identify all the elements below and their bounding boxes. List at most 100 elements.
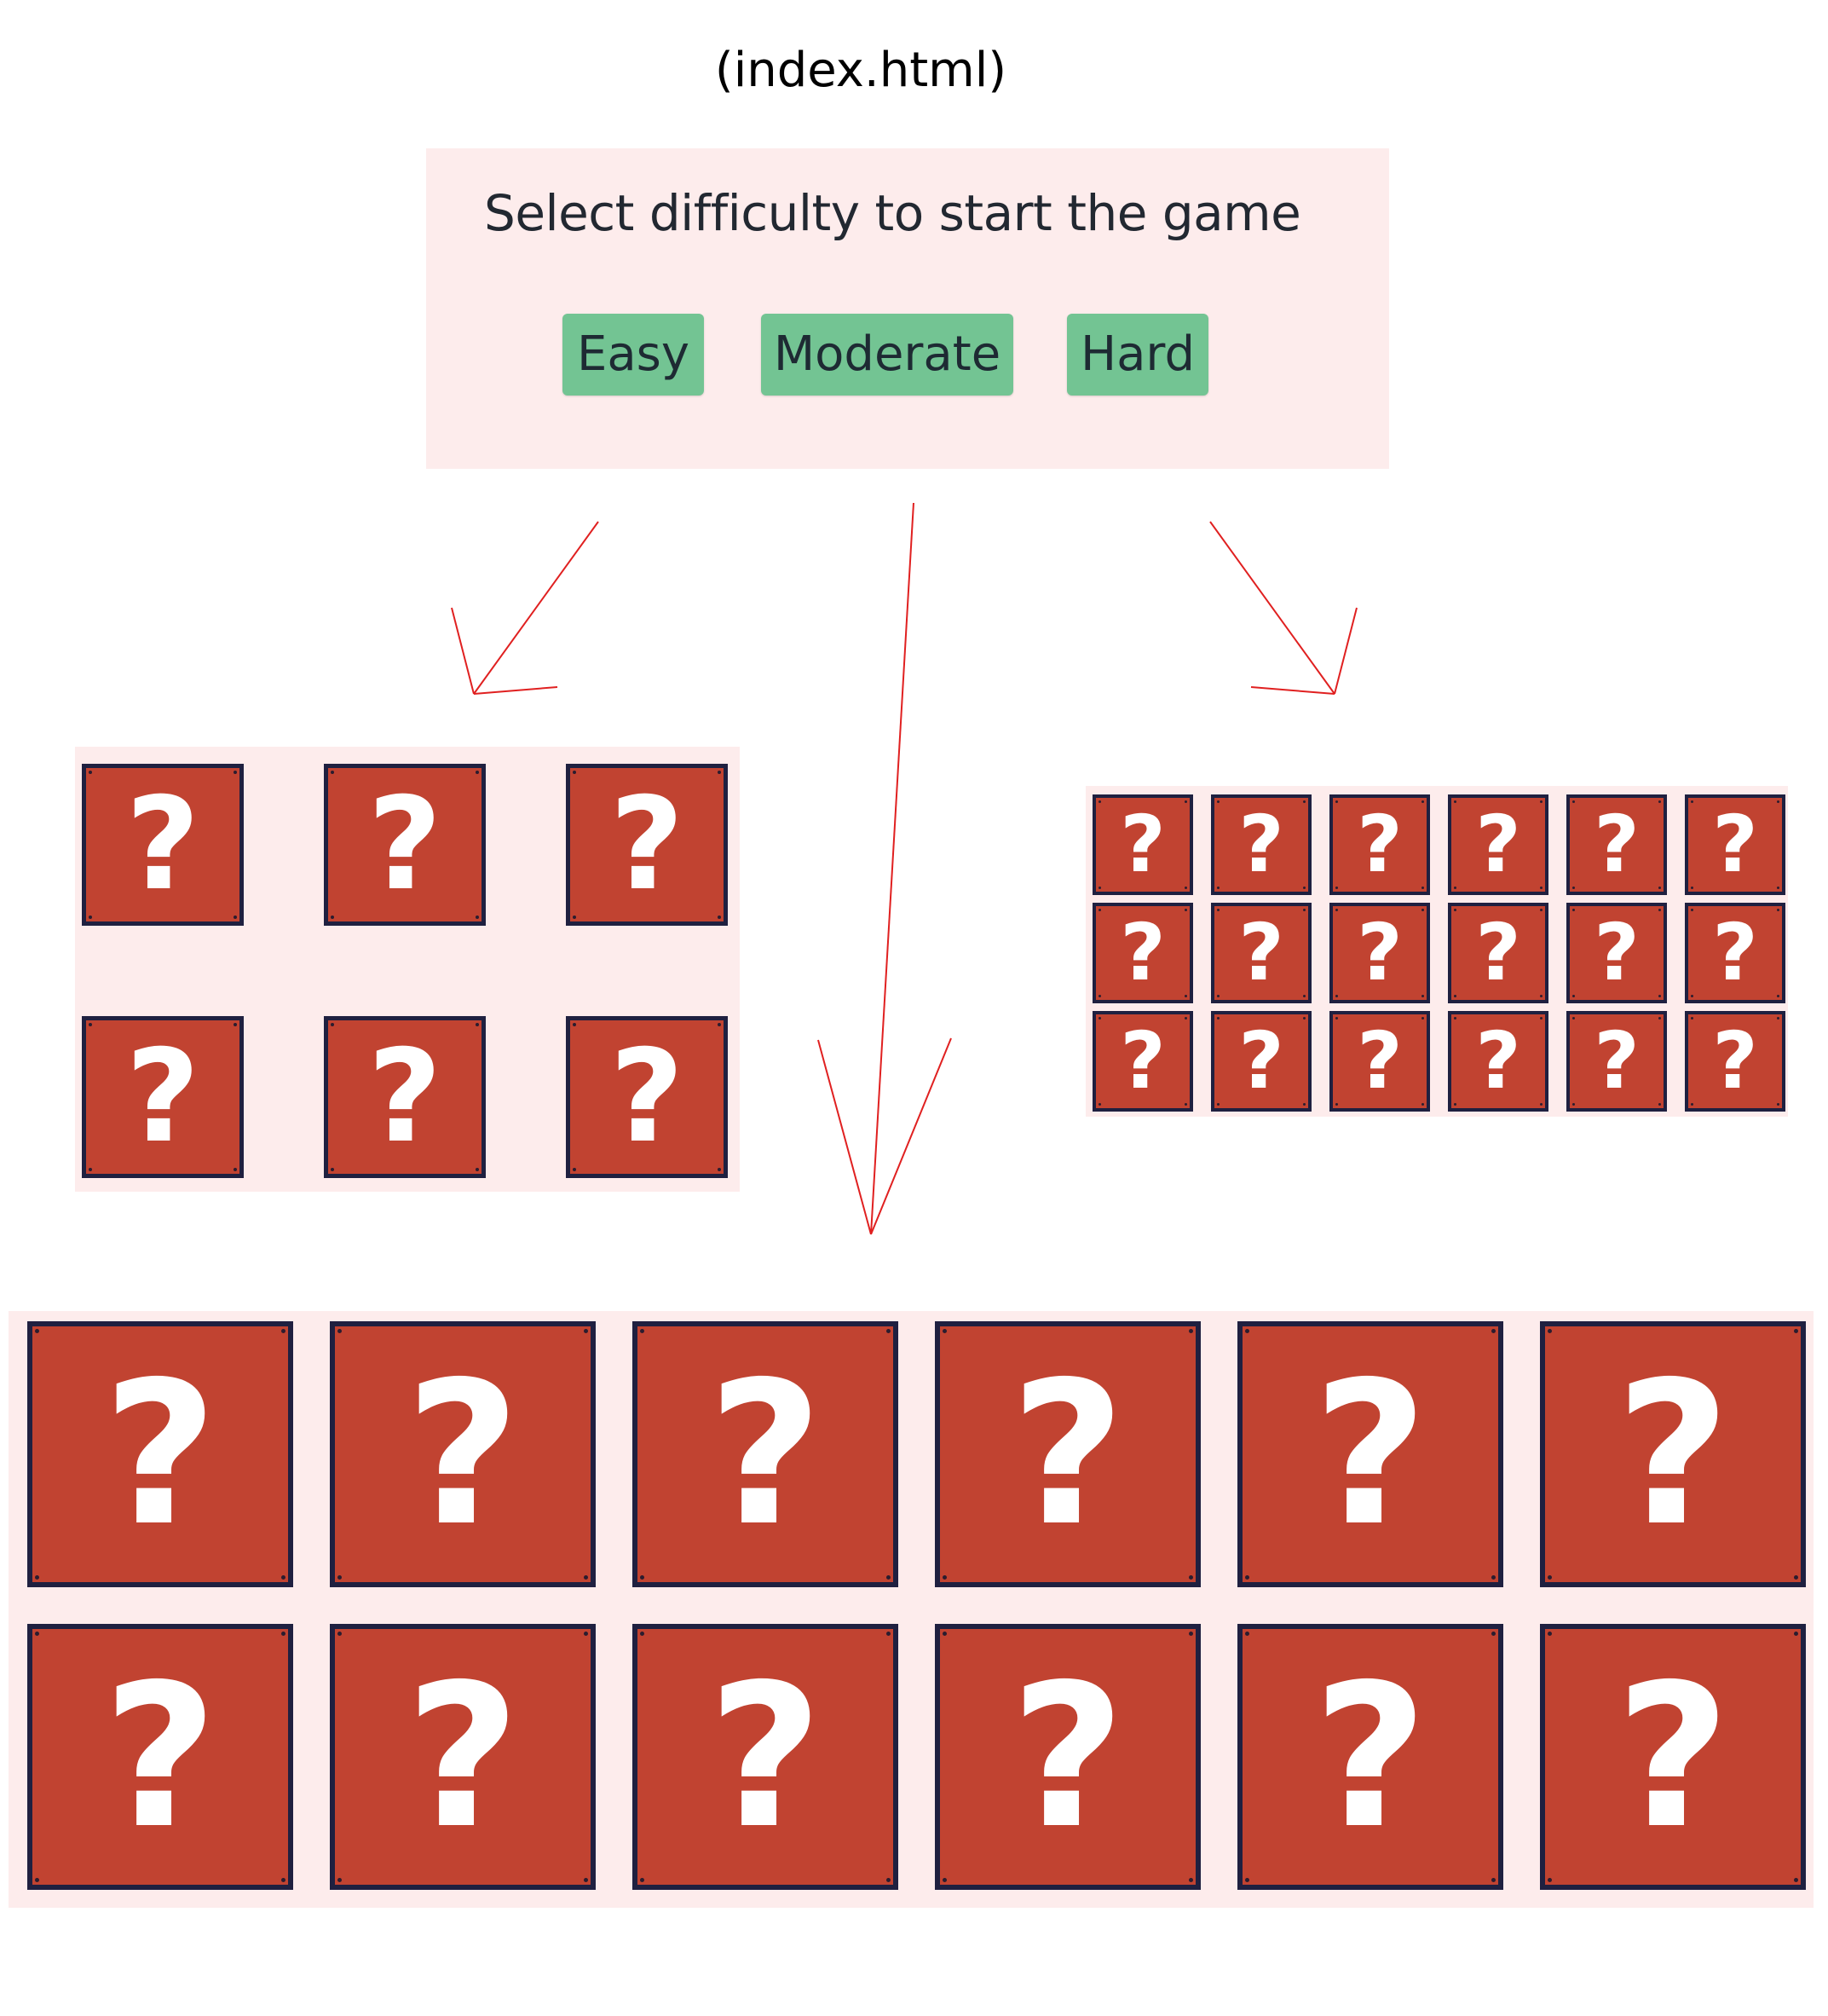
question-mark-glyph: ? — [1312, 1339, 1428, 1569]
rivet-dot — [1491, 1329, 1496, 1333]
question-mark-glyph: ? — [1615, 1339, 1731, 1569]
card-hard-r1c6[interactable]: ? — [1685, 794, 1785, 895]
question-mark-glyph: ? — [1120, 907, 1166, 998]
card-moderate-r2c5[interactable]: ? — [1237, 1624, 1503, 1890]
question-mark-glyph: ? — [1312, 1642, 1428, 1872]
rivet-dot — [89, 1168, 92, 1171]
card-moderate-r2c3[interactable]: ? — [632, 1624, 898, 1890]
card-hard-r2c2[interactable]: ? — [1211, 903, 1312, 1003]
rivet-dot — [337, 1575, 342, 1580]
card-hard-r3c5[interactable]: ? — [1566, 1011, 1667, 1112]
rivet-dot — [1303, 995, 1306, 997]
rivet-dot — [718, 916, 721, 919]
question-mark-glyph: ? — [405, 1339, 521, 1569]
card-moderate-r1c1[interactable]: ? — [27, 1321, 293, 1587]
question-mark-glyph: ? — [1475, 799, 1521, 890]
rivet-dot — [1099, 1017, 1101, 1020]
question-mark-icon: ? — [1096, 798, 1190, 892]
rivet-dot — [1777, 1103, 1779, 1106]
question-mark-glyph: ? — [405, 1642, 521, 1872]
question-mark-glyph: ? — [609, 1023, 684, 1171]
rivet-dot — [1658, 995, 1661, 997]
rivet-dot — [886, 1329, 891, 1333]
card-moderate-r2c4[interactable]: ? — [935, 1624, 1201, 1890]
card-easy-r2c2[interactable]: ? — [324, 1016, 486, 1178]
card-hard-r1c5[interactable]: ? — [1566, 794, 1667, 895]
rivet-dot — [234, 771, 237, 774]
hard-button[interactable]: Hard — [1067, 314, 1208, 396]
rivet-dot — [337, 1878, 342, 1882]
rivet-dot — [1303, 1017, 1306, 1020]
card-moderate-r1c6[interactable]: ? — [1540, 1321, 1806, 1587]
question-mark-glyph: ? — [367, 771, 442, 919]
rivet-dot — [1421, 800, 1424, 803]
rivet-dot — [1421, 909, 1424, 911]
question-mark-glyph: ? — [1475, 1015, 1521, 1106]
rivet-dot — [1189, 1329, 1193, 1333]
card-easy-r2c3[interactable]: ? — [566, 1016, 728, 1178]
card-hard-r2c4[interactable]: ? — [1448, 903, 1548, 1003]
card-moderate-r2c2[interactable]: ? — [330, 1624, 596, 1890]
question-mark-glyph: ? — [102, 1642, 218, 1872]
card-hard-r1c3[interactable]: ? — [1329, 794, 1430, 895]
question-mark-glyph: ? — [1712, 1015, 1758, 1106]
rivet-dot — [573, 1168, 576, 1171]
card-hard-r3c4[interactable]: ? — [1448, 1011, 1548, 1112]
card-hard-r1c1[interactable]: ? — [1093, 794, 1193, 895]
question-mark-icon: ? — [32, 1326, 288, 1582]
rivet-dot — [281, 1329, 285, 1333]
card-moderate-r1c2[interactable]: ? — [330, 1321, 596, 1587]
card-moderate-r2c6[interactable]: ? — [1540, 1624, 1806, 1890]
easy-button[interactable]: Easy — [562, 314, 704, 396]
rivet-dot — [640, 1329, 644, 1333]
card-hard-r3c2[interactable]: ? — [1211, 1011, 1312, 1112]
card-moderate-r2c1[interactable]: ? — [27, 1624, 293, 1890]
question-mark-glyph: ? — [609, 771, 684, 919]
card-easy-r1c1[interactable]: ? — [82, 764, 244, 926]
moderate-button[interactable]: Moderate — [761, 314, 1013, 396]
rivet-dot — [1691, 1017, 1693, 1020]
card-hard-r2c6[interactable]: ? — [1685, 903, 1785, 1003]
rivet-dot — [1794, 1878, 1798, 1882]
card-moderate-r1c4[interactable]: ? — [935, 1321, 1201, 1587]
card-easy-r1c3[interactable]: ? — [566, 764, 728, 926]
rivet-dot — [1099, 887, 1101, 889]
rivet-dot — [584, 1632, 588, 1636]
rivet-dot — [1217, 887, 1220, 889]
card-hard-r3c3[interactable]: ? — [1329, 1011, 1430, 1112]
rivet-dot — [584, 1575, 588, 1580]
card-hard-r2c1[interactable]: ? — [1093, 903, 1193, 1003]
rivet-dot — [943, 1575, 947, 1580]
card-hard-r3c6[interactable]: ? — [1685, 1011, 1785, 1112]
question-mark-glyph: ? — [1594, 907, 1640, 998]
card-hard-r1c4[interactable]: ? — [1448, 794, 1548, 895]
card-moderate-r1c5[interactable]: ? — [1237, 1321, 1503, 1587]
rivet-dot — [1691, 800, 1693, 803]
question-mark-icon: ? — [1214, 1014, 1308, 1108]
question-mark-icon: ? — [1688, 1014, 1782, 1108]
card-hard-r1c2[interactable]: ? — [1211, 794, 1312, 895]
rivet-dot — [1572, 995, 1575, 997]
question-mark-icon: ? — [1570, 798, 1664, 892]
question-mark-glyph: ? — [1010, 1339, 1126, 1569]
rivet-dot — [1540, 1017, 1543, 1020]
rivet-dot — [1540, 995, 1543, 997]
question-mark-glyph: ? — [1238, 799, 1284, 890]
card-hard-r3c1[interactable]: ? — [1093, 1011, 1193, 1112]
rivet-dot — [886, 1632, 891, 1636]
rivet-dot — [337, 1632, 342, 1636]
question-mark-icon: ? — [940, 1629, 1196, 1885]
menu-title: Select difficulty to start the game — [484, 184, 1301, 242]
question-mark-icon: ? — [328, 1020, 482, 1174]
rivet-dot — [1794, 1632, 1798, 1636]
card-moderate-r1c3[interactable]: ? — [632, 1321, 898, 1587]
question-mark-icon: ? — [1333, 798, 1427, 892]
rivet-dot — [234, 1168, 237, 1171]
card-easy-r1c2[interactable]: ? — [324, 764, 486, 926]
card-hard-r2c5[interactable]: ? — [1566, 903, 1667, 1003]
rivet-dot — [886, 1575, 891, 1580]
card-easy-r2c1[interactable]: ? — [82, 1016, 244, 1178]
rivet-dot — [1185, 800, 1187, 803]
card-hard-r2c3[interactable]: ? — [1329, 903, 1430, 1003]
rivet-dot — [1303, 1103, 1306, 1106]
